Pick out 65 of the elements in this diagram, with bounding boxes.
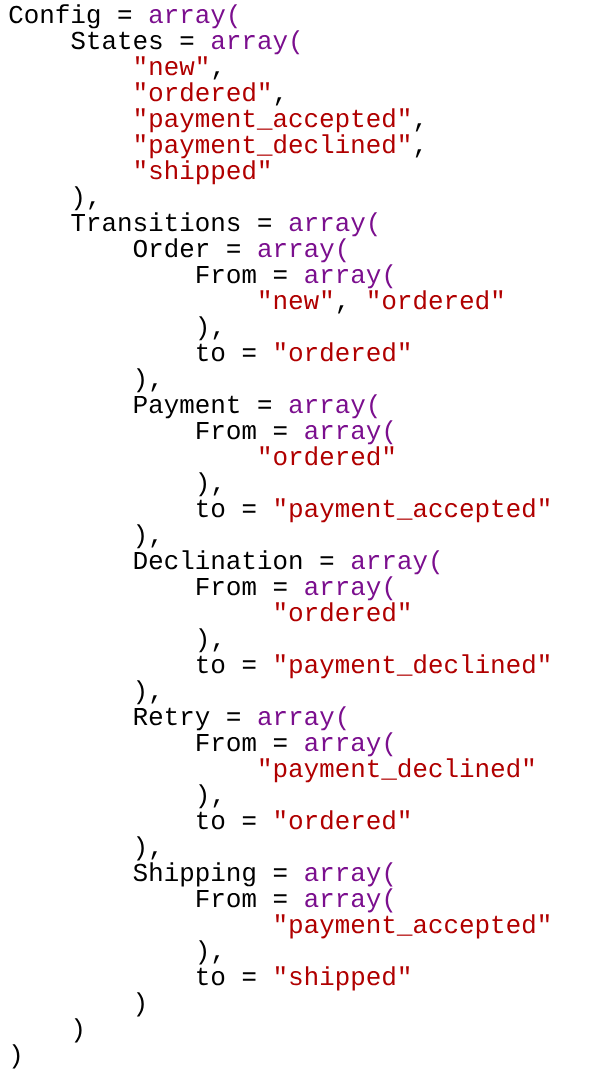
code-text: Transitions = <box>71 212 271 232</box>
code-text: , <box>415 149 422 158</box>
code-text: "payment_declined" <box>260 758 534 783</box>
code-text: From = <box>197 577 287 596</box>
code-text: ), <box>199 784 220 809</box>
code-text: array( <box>258 706 346 731</box>
code-text: ) <box>74 1018 82 1043</box>
code-text: "payment_accepted" <box>276 914 549 939</box>
code-text: Declination = <box>134 550 334 570</box>
code-text: "ordered" <box>369 290 503 310</box>
code-text: "payment_declined" <box>136 134 409 159</box>
code-text: "ordered" <box>276 602 409 622</box>
code-text: array( <box>351 550 440 575</box>
code-text: array( <box>258 238 346 263</box>
code-text: to = <box>197 655 256 674</box>
code-text: array( <box>149 4 238 29</box>
code-text: "payment_declined" <box>276 654 549 679</box>
code-text: Shipping = <box>133 862 287 887</box>
code-text: array( <box>305 576 393 601</box>
code-text: From = <box>197 265 287 284</box>
code-text: "ordered" <box>276 342 409 362</box>
code-text: array( <box>305 888 393 913</box>
code-text: "payment_accepted" <box>276 498 549 523</box>
code-text: , <box>338 305 344 314</box>
code-text: ), <box>136 836 157 861</box>
code-text: "new" <box>136 56 207 76</box>
code-text: States = <box>71 31 194 50</box>
code-text: ) <box>12 1044 20 1069</box>
code-text: "new" <box>260 290 332 310</box>
code-text: array( <box>305 420 393 445</box>
code-text: "shipped" <box>136 160 269 185</box>
code-text: ), <box>199 628 220 653</box>
code-text: , <box>415 123 422 132</box>
code-text: ), <box>136 680 157 705</box>
code-text: "ordered" <box>276 810 409 830</box>
code-text: ), <box>136 368 157 393</box>
code-text: ) <box>136 992 144 1017</box>
code-text: array( <box>211 30 300 55</box>
code-text: Config = <box>9 4 132 29</box>
code-text: From = <box>197 889 287 908</box>
code-text: Retry = <box>134 707 240 731</box>
code-text: array( <box>305 732 393 757</box>
code-text: to = <box>197 499 256 518</box>
code-text: Payment = <box>134 395 271 419</box>
code-text: From = <box>197 421 287 440</box>
code-text: array( <box>289 212 378 237</box>
code-text: "shipped" <box>276 966 409 991</box>
code-text: ), <box>74 186 95 211</box>
code-text: "payment_accepted" <box>136 108 409 133</box>
code-text: , <box>213 71 220 80</box>
code-text: Order = <box>133 238 240 258</box>
code-text: to = <box>197 811 256 830</box>
code-text: array( <box>305 862 393 887</box>
code-text: ), <box>199 316 220 341</box>
code-text: array( <box>305 264 393 289</box>
code-text: ), <box>136 524 157 549</box>
code-text: ), <box>199 940 220 965</box>
code-text: to = <box>197 343 256 362</box>
code-text: , <box>275 97 282 106</box>
code-text: to = <box>197 967 256 986</box>
code-text: From = <box>197 733 287 752</box>
code-text: "ordered" <box>136 82 269 102</box>
code-text: ), <box>199 472 220 497</box>
code-text: array( <box>289 394 378 419</box>
code-text: "ordered" <box>260 446 394 466</box>
